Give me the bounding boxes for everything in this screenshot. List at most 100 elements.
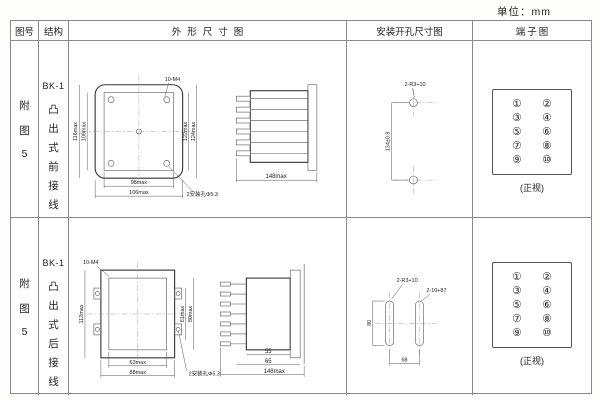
structure-char: 凸 bbox=[48, 104, 59, 116]
dim-hole-spacing: 134±0.8 bbox=[386, 132, 392, 152]
mounting-hole-note: 2安装孔Φ5.3 bbox=[187, 190, 218, 198]
terminal-pin: ② bbox=[542, 271, 552, 283]
model-label: BK-1 bbox=[42, 258, 65, 268]
fig-char: 5 bbox=[21, 148, 28, 160]
terminal-pin: ① bbox=[512, 271, 522, 283]
structure-char: 后 bbox=[48, 338, 59, 350]
dim-depth-65: 65 bbox=[265, 359, 272, 365]
dim-bottom-outer: 88max bbox=[130, 370, 147, 376]
terminal-pin: ⑩ bbox=[542, 327, 552, 339]
structure-cell-row1: BK-1 凸 出 式 前 接 线 bbox=[39, 41, 69, 218]
mounting-drawing-rear-wiring: 2-R3+10 2-10+87 80 68 bbox=[367, 278, 446, 366]
fig-char: 附 bbox=[19, 277, 30, 290]
structure-char: 出 bbox=[48, 123, 59, 135]
relay-side-view bbox=[236, 84, 318, 171]
mounting-cell-row1: 2-R3+10 134±0.8 bbox=[347, 41, 473, 218]
header-mounting-dims: 安装开孔尺寸图 bbox=[347, 21, 473, 41]
dim-side-width: 148max bbox=[266, 174, 287, 180]
fig-no-cell-row1: 附 图 5 bbox=[11, 41, 39, 218]
fig-char: 图 bbox=[19, 302, 30, 315]
dim-right-inner: 61max bbox=[180, 306, 186, 323]
unit-label: 单位：mm bbox=[497, 6, 551, 18]
side-view-dimensions: 55 65 148max bbox=[220, 347, 305, 377]
mounting-slots bbox=[374, 292, 437, 356]
terminal-pin: ⑤ bbox=[512, 299, 522, 311]
fig-char: 5 bbox=[21, 325, 28, 338]
terminal-pin: ④ bbox=[542, 112, 552, 124]
dim-bottom-inner: 98max bbox=[131, 180, 148, 186]
structure-char: 接 bbox=[48, 180, 59, 192]
header-terminal-diagram: 端子图 bbox=[473, 21, 591, 41]
relay-side-view bbox=[220, 264, 305, 364]
relay-front-view bbox=[81, 74, 197, 191]
terminal-cell-row2: ① ② ③ ④ ⑤ ⑥ ⑦ ⑧ ⑨ ⑩ (正视) bbox=[473, 218, 591, 395]
dim-right-outer: 124max bbox=[191, 122, 197, 142]
terminal-pin: ⑦ bbox=[512, 140, 522, 152]
terminal-pin: ③ bbox=[512, 112, 522, 124]
dim-slot-spacing: 68 bbox=[402, 358, 408, 364]
dim-slot-height: 80 bbox=[367, 320, 373, 326]
terminal-cell-row1: ① ② ③ ④ ⑤ ⑥ ⑦ ⑧ ⑨ ⑩ (正视) bbox=[473, 41, 591, 218]
mounting-dimensions: 2-R3+10 2-10+87 80 68 bbox=[367, 278, 446, 366]
thread-label: 10-M4 bbox=[165, 77, 180, 83]
header-outline-dims: 外形尺寸图 bbox=[69, 21, 347, 41]
dim-left-outer: 116max bbox=[73, 122, 79, 141]
structure-char: 出 bbox=[48, 300, 59, 312]
model-label: BK-1 bbox=[42, 81, 65, 91]
terminal-pin: ⑥ bbox=[542, 126, 552, 138]
terminal-pin: ⑥ bbox=[542, 299, 552, 311]
fig-char: 附 bbox=[19, 100, 30, 112]
mounting-cell-row2: 2-R3+10 2-10+87 80 68 bbox=[347, 218, 473, 395]
terminal-pin: ⑧ bbox=[542, 140, 552, 152]
front-view-dimensions: 116max 108max 122max 124max 98max 106max… bbox=[73, 77, 218, 198]
fig-no-cell-row2: 附 图 5 bbox=[11, 218, 39, 395]
terminal-pin: ⑤ bbox=[512, 126, 522, 138]
dim-left-inner: 108max bbox=[82, 122, 88, 142]
outline-cell-row1: 116max 108max 122max 124max 98max 106max… bbox=[69, 41, 347, 218]
structure-char: 式 bbox=[48, 319, 59, 331]
header-fig-no: 图号 bbox=[11, 21, 39, 41]
dim-left: 112max bbox=[79, 304, 85, 323]
dim-right-outer: 80max bbox=[188, 306, 194, 323]
structure-char: 线 bbox=[48, 199, 59, 211]
side-view-dimensions: 148max bbox=[236, 158, 318, 183]
structure-char: 线 bbox=[48, 376, 59, 388]
terminal-pin: ⑨ bbox=[512, 154, 522, 166]
mounting-hole-label: 2-R3+10 bbox=[405, 82, 426, 88]
mounting-drawing-front-wiring: 2-R3+10 134±0.8 bbox=[386, 82, 439, 194]
dim-depth-55: 55 bbox=[265, 349, 272, 355]
mounting-hole-note: 2安装孔Φ5.3 bbox=[189, 370, 220, 378]
terminal-pin: ② bbox=[542, 98, 552, 110]
dim-right-inner: 122max bbox=[183, 122, 189, 142]
spec-table: 图号 结构 外形尺寸图 安装开孔尺寸图 端子图 附 图 5 BK-1 凸 出 式… bbox=[10, 20, 592, 395]
mounting-hole-label: 2-R3+10 bbox=[397, 278, 418, 284]
mounting-hole-label-2: 2-10+87 bbox=[426, 288, 446, 294]
dim-bottom-inner: 63max bbox=[130, 360, 147, 366]
terminal-box: ① ② ③ ④ ⑤ ⑥ ⑦ ⑧ ⑨ ⑩ bbox=[492, 262, 572, 348]
terminal-pin: ⑨ bbox=[512, 327, 522, 339]
outline-cell-row2: 10-M4 112max 61max 80max 63max 88max 2安装… bbox=[69, 218, 347, 395]
terminal-caption: (正视) bbox=[520, 356, 544, 366]
terminal-pin: ④ bbox=[542, 285, 552, 297]
structure-char: 接 bbox=[48, 357, 59, 369]
mounting-dimensions: 2-R3+10 134±0.8 bbox=[386, 82, 426, 181]
relay-front-view bbox=[86, 262, 189, 368]
structure-char: 式 bbox=[48, 142, 59, 154]
terminal-pin: ① bbox=[512, 98, 522, 110]
thread-label: 10-M4 bbox=[83, 260, 99, 266]
front-view-dimensions: 10-M4 112max 61max 80max 63max 88max 2安装… bbox=[79, 260, 220, 378]
terminal-caption: (正视) bbox=[520, 183, 544, 193]
terminal-pin: ⑧ bbox=[542, 313, 552, 325]
structure-cell-row2: BK-1 凸 出 式 后 接 线 bbox=[39, 218, 69, 395]
terminal-pin: ③ bbox=[512, 285, 522, 297]
structure-char: 前 bbox=[48, 161, 59, 173]
header-structure: 结构 bbox=[39, 21, 69, 41]
structure-char: 凸 bbox=[48, 281, 59, 293]
terminal-pin: ⑩ bbox=[542, 154, 552, 166]
dim-bottom-outer: 106max bbox=[129, 190, 149, 196]
terminal-box: ① ② ③ ④ ⑤ ⑥ ⑦ ⑧ ⑨ ⑩ bbox=[492, 89, 572, 175]
outline-drawing-rear-wiring: 10-M4 112max 61max 80max 63max 88max 2安装… bbox=[79, 260, 305, 378]
mounting-holes bbox=[392, 88, 439, 194]
fig-char: 图 bbox=[19, 125, 30, 137]
outline-drawing-front-wiring: 116max 108max 122max 124max 98max 106max… bbox=[73, 74, 318, 198]
